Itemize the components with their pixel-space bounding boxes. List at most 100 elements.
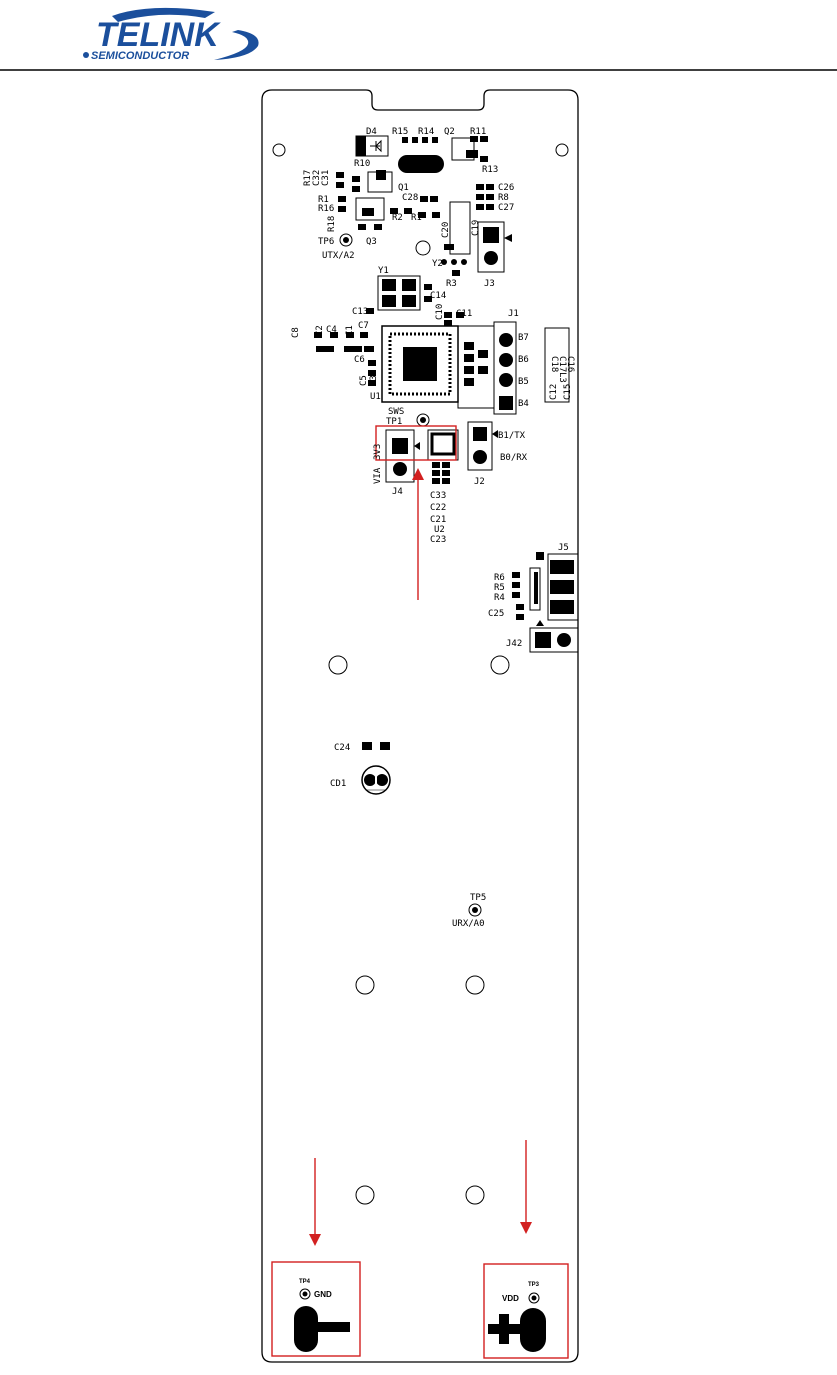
- lbl-TP1: TP1: [386, 417, 402, 427]
- gnd-pad: [294, 1288, 350, 1352]
- lbl-C17: C17: [557, 356, 567, 372]
- mounting-holes: [272, 143, 569, 1205]
- lbl-L3: L3: [557, 372, 567, 383]
- lbl-TP3: TP3: [528, 1282, 540, 1288]
- logo-main-text: TELINK: [96, 16, 221, 54]
- lbl-C4: C4: [326, 325, 337, 335]
- lbl-GND: GND: [314, 1290, 332, 1299]
- lbl-C18: C18: [549, 356, 559, 372]
- lbl-C6: C6: [354, 355, 365, 365]
- lbl-TP4: TP4: [299, 1279, 311, 1285]
- lbl-C5: C5: [359, 375, 369, 386]
- board-outline: [261, 89, 579, 1363]
- lbl-CD1: CD1: [330, 779, 346, 789]
- capacitor-cd1: [361, 742, 391, 795]
- lbl-B7: B7: [518, 333, 529, 343]
- lbl-C7: C7: [358, 321, 369, 331]
- lbl-R16: R16: [318, 204, 334, 214]
- lbl-C22: C22: [430, 503, 446, 513]
- lbl-B1TX: B1/TX: [498, 431, 526, 441]
- lbl-Q3: Q3: [366, 237, 377, 247]
- lbl-R4: R4: [494, 593, 505, 603]
- lbl-R2: R2: [392, 213, 403, 223]
- lbl-C20: C20: [441, 222, 451, 238]
- lbl-R17: R17: [303, 170, 313, 186]
- crystal-y1: [366, 275, 464, 326]
- top-components: [336, 135, 512, 276]
- lbl-R5: R5: [494, 583, 505, 593]
- lbl-C11: C11: [456, 309, 472, 319]
- lbl-B4: B4: [518, 399, 529, 409]
- lbl-R10: R10: [354, 159, 370, 169]
- logo-sub-text: SEMICONDUCTOR: [91, 50, 189, 62]
- annotations: [271, 425, 569, 1359]
- lbl-VIA: VIA: [373, 467, 383, 484]
- gnd-highlight-box: [271, 1261, 361, 1357]
- lbl-C28: C28: [402, 193, 418, 203]
- lbl-B0RX: B0/RX: [500, 453, 528, 463]
- lbl-R3: R3: [446, 279, 457, 289]
- lbl-TP5: TP5: [470, 893, 486, 903]
- lbl-C26: C26: [498, 183, 514, 193]
- lbl-VDD: VDD: [502, 1294, 519, 1303]
- lbl-C21: C21: [430, 515, 446, 525]
- lbl-TP6: TP6: [318, 237, 334, 247]
- rf-section: [457, 321, 570, 415]
- lbl-J42: J42: [506, 639, 522, 649]
- lbl-URX: URX/A0: [452, 919, 485, 929]
- lbl-Y1: Y1: [378, 266, 389, 276]
- mcu-u1: [381, 325, 459, 403]
- lbl-R14: R14: [418, 127, 434, 137]
- lbl-C2: C2: [315, 325, 325, 336]
- lbl-Q1: Q1: [398, 183, 409, 193]
- vdd-highlight-box: [483, 1263, 569, 1359]
- lbl-C19: C19: [471, 220, 481, 236]
- lbl-R8: R8: [498, 193, 509, 203]
- lbl-C10: C10: [435, 304, 445, 320]
- lbl-C16: C16: [565, 356, 575, 372]
- lbl-C25: C25: [488, 609, 504, 619]
- lbl-C27: C27: [498, 203, 514, 213]
- lbl-UTX: UTX/A2: [322, 251, 355, 261]
- lbl-J1: J1: [508, 309, 519, 319]
- lbl-C13: C13: [352, 307, 368, 317]
- lbl-R1: R1: [411, 213, 422, 223]
- lbl-U1: U1: [370, 392, 381, 402]
- lbl-C15: C15: [563, 384, 573, 400]
- silkscreen-labels: D4 R15 R14 Q2 R11 R17 C32 C31 R10 R13 Q1…: [291, 127, 575, 1303]
- lbl-R15: R15: [392, 127, 408, 137]
- lbl-U2: U2: [434, 525, 445, 535]
- lbl-J2: J2: [474, 477, 485, 487]
- lbl-C23: C23: [430, 535, 446, 545]
- telink-logo: TELINK SEMICONDUCTOR: [83, 7, 259, 62]
- programming-area: [385, 413, 498, 484]
- lbl-R6: R6: [494, 573, 505, 583]
- lbl-C12: C12: [549, 384, 559, 400]
- lbl-C3: C3: [369, 375, 379, 386]
- connector-j5: [512, 552, 579, 653]
- lbl-B5: B5: [518, 377, 529, 387]
- lbl-C8: C8: [291, 327, 301, 338]
- lbl-3V3: 3V3: [373, 444, 383, 460]
- lbl-C32: C32: [312, 170, 322, 186]
- lbl-J3: J3: [484, 279, 495, 289]
- lbl-C31: C31: [321, 170, 331, 186]
- sws-highlight-box: [375, 425, 457, 461]
- lbl-C1: C1: [345, 325, 355, 336]
- lbl-J5: J5: [558, 543, 569, 553]
- lbl-R13: R13: [482, 165, 498, 175]
- lbl-R11: R11: [470, 127, 486, 137]
- lbl-C14: C14: [430, 291, 446, 301]
- lbl-C24: C24: [334, 743, 350, 753]
- lbl-J4: J4: [392, 487, 403, 497]
- lbl-R18: R18: [327, 216, 337, 232]
- left-caps: [314, 332, 376, 386]
- lbl-Y2: Y2: [432, 259, 443, 269]
- vdd-pad: [488, 1292, 546, 1352]
- tp5-pad: [468, 903, 482, 917]
- lbl-Q2: Q2: [444, 127, 455, 137]
- lbl-C33: C33: [430, 491, 446, 501]
- lbl-D4: D4: [366, 127, 377, 137]
- lbl-SWS: SWS: [388, 407, 404, 417]
